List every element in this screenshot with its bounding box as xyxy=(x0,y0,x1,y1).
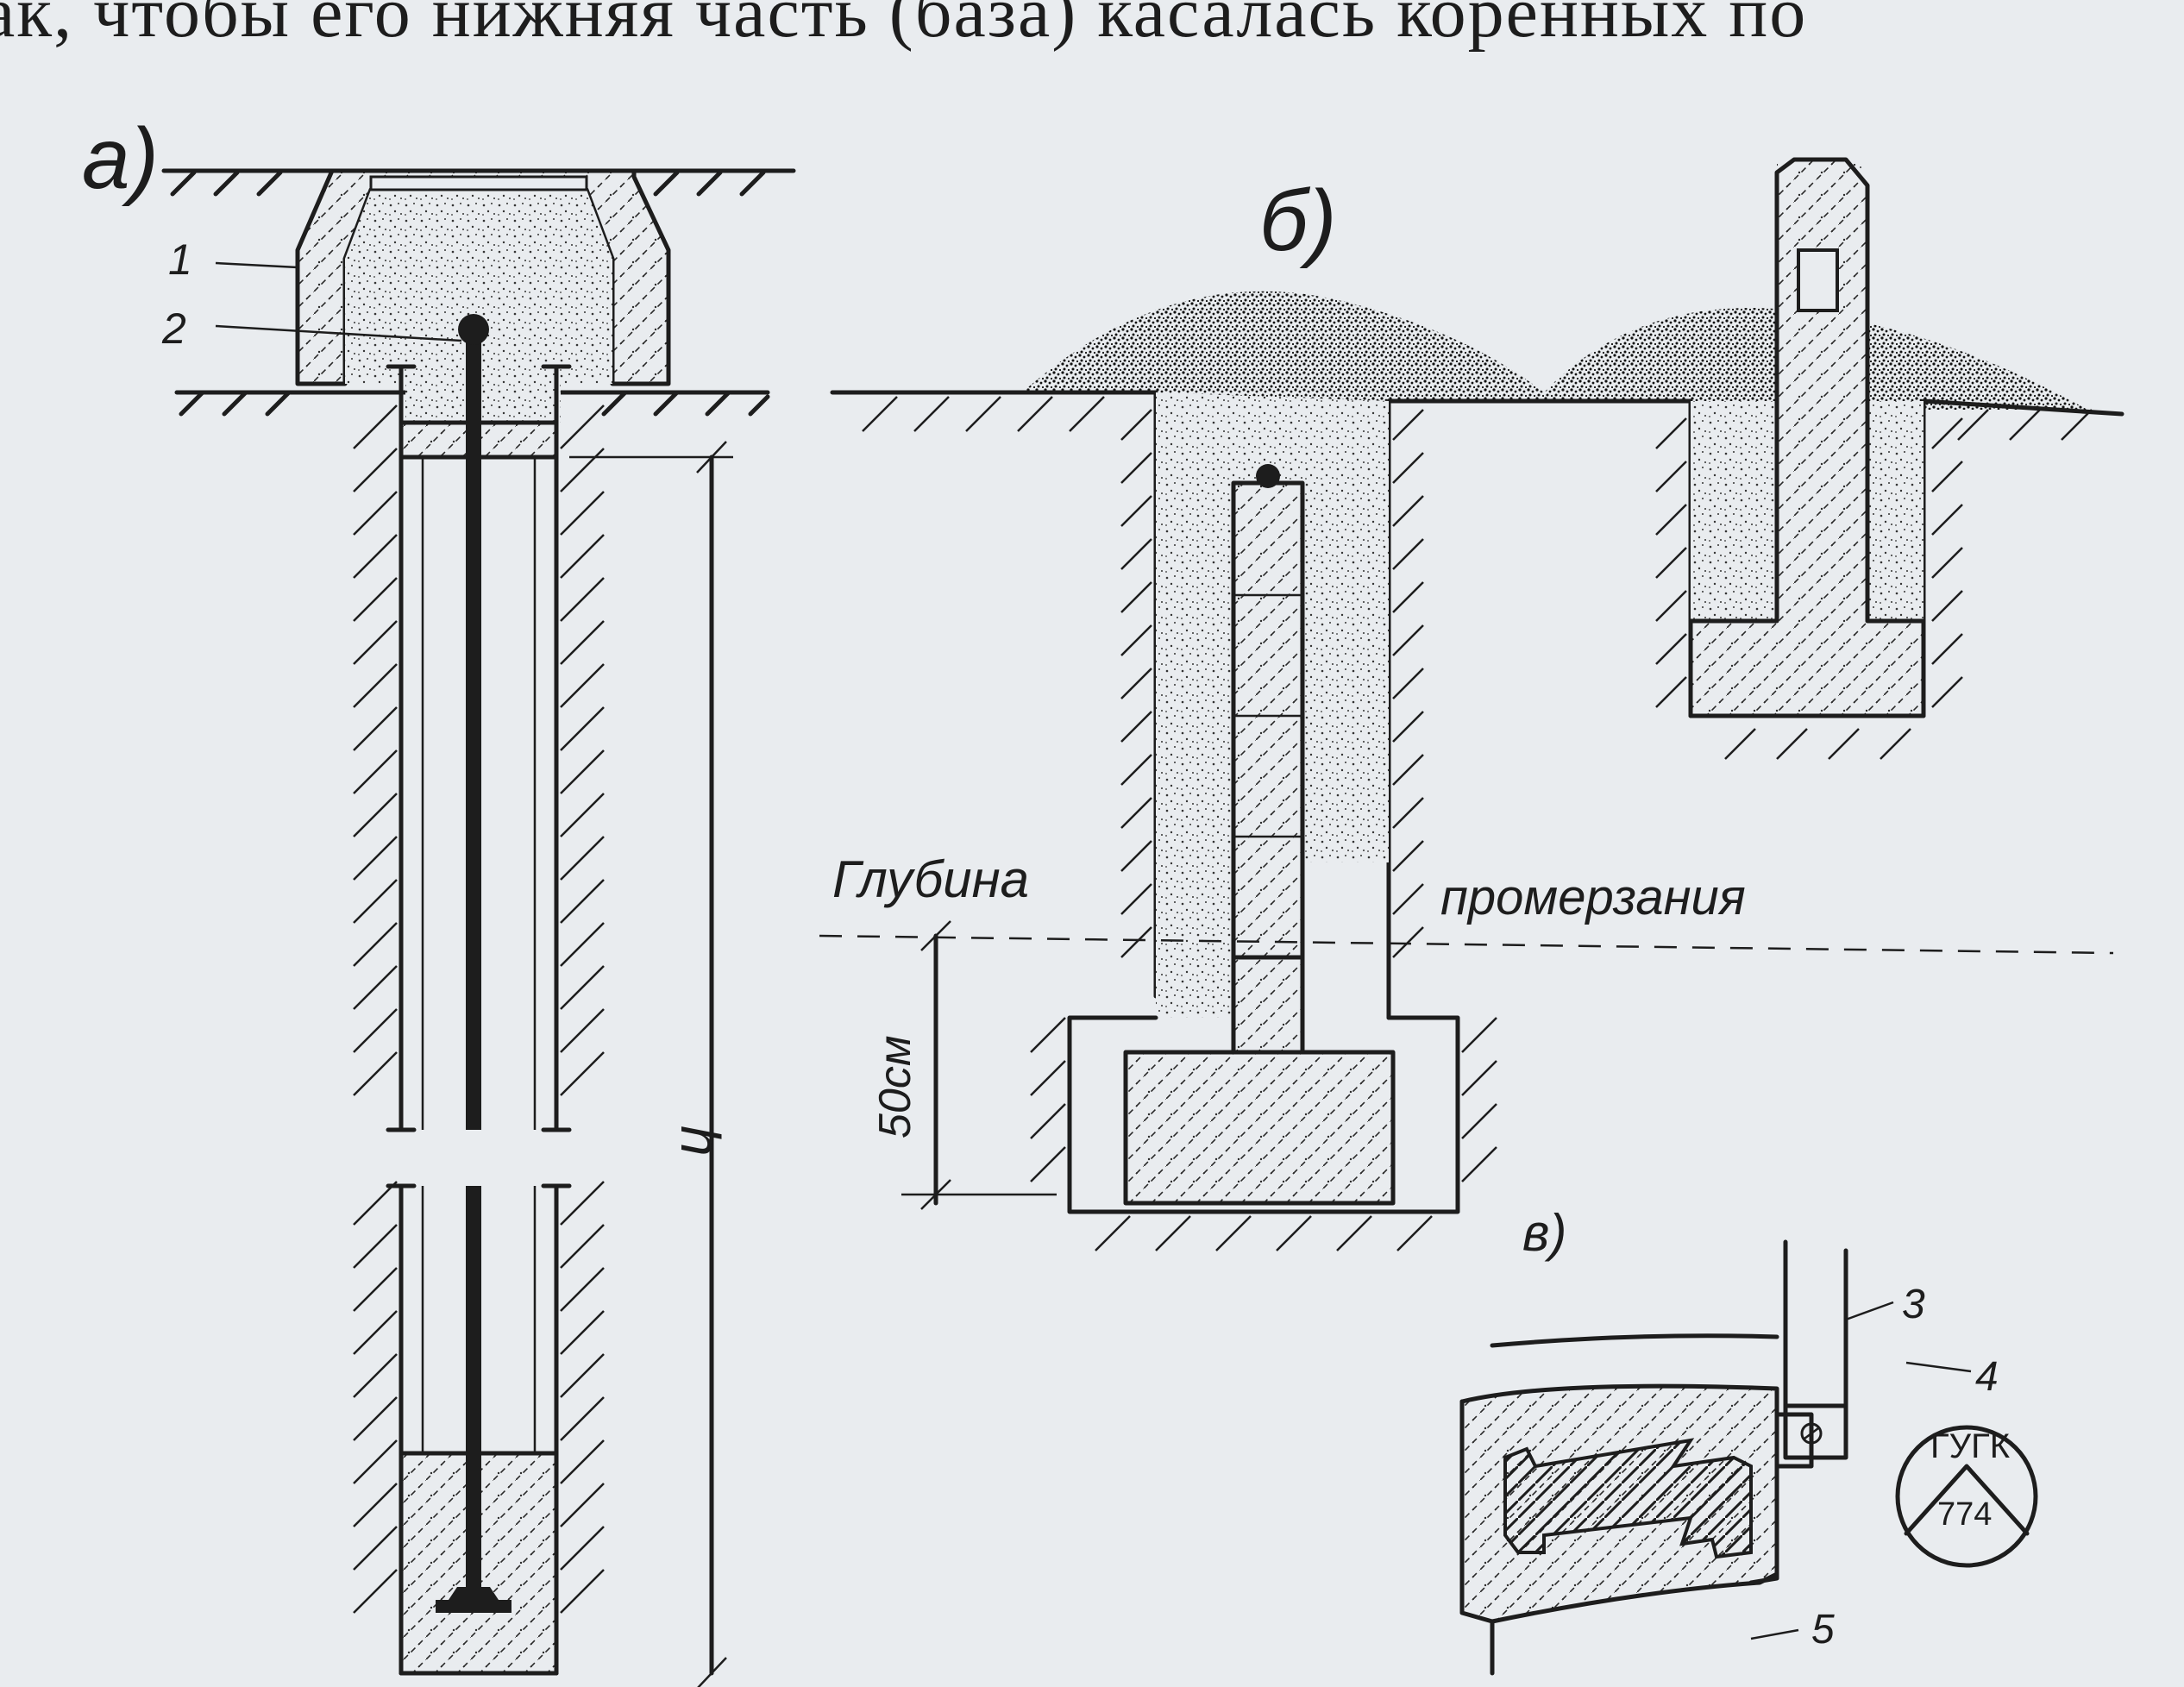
callout-4: 4 xyxy=(1975,1354,1999,1400)
ground-hatch-a-top xyxy=(170,170,770,417)
frost-label-right: промерзания xyxy=(1440,869,1746,925)
panel-b: Глубина промерзания 50см б) xyxy=(819,157,2124,1251)
panel-v: 3 4 5 ГУГК 774 в) xyxy=(1459,1204,2038,1676)
dimension-h-label: h xyxy=(669,1126,731,1157)
panel-b-label: б) xyxy=(1259,172,1337,269)
panel-v-label: в) xyxy=(1522,1204,1566,1262)
callout-1: 1 xyxy=(168,235,192,284)
callout-2: 2 xyxy=(161,304,186,353)
geodetic-mark-icon: ГУГК 774 xyxy=(1895,1425,2038,1568)
borehole-hatch xyxy=(353,405,605,1614)
callout-3: 3 xyxy=(1902,1282,1925,1327)
callout-5: 5 xyxy=(1811,1607,1835,1653)
panel-a-label: а) xyxy=(82,110,159,207)
depth-50-label: 50см xyxy=(870,1036,920,1139)
panel-a: h 1 2 а) xyxy=(82,110,796,1687)
page-header-text: ак, чтобы его нижняя часть (база) касала… xyxy=(0,0,1807,53)
frost-label-left: Глубина xyxy=(832,850,1029,908)
mark-top-label: ГУГК xyxy=(1930,1427,2011,1465)
mark-number-label: 774 xyxy=(1937,1496,1992,1533)
